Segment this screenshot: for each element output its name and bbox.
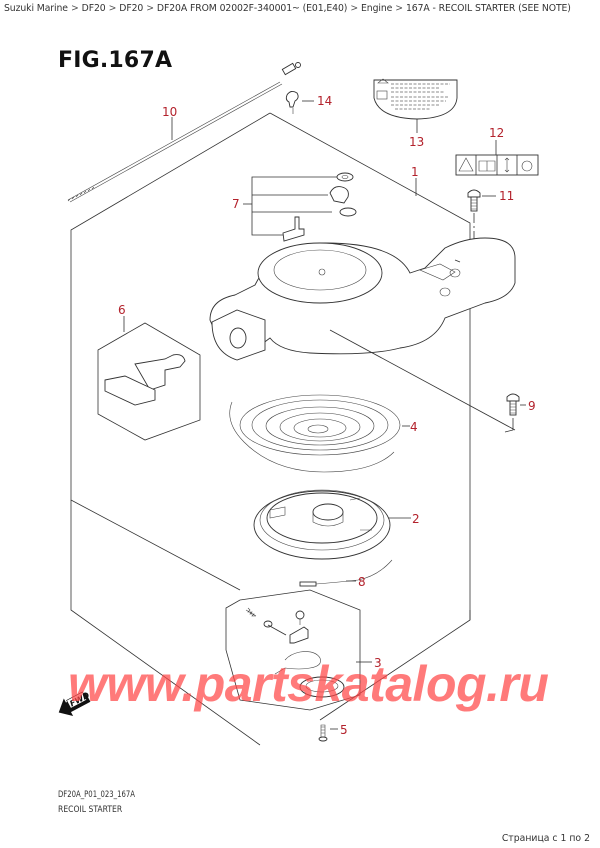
figure-name: RECOIL STARTER — [58, 805, 123, 815]
part-6-handle[interactable]: 6 — [97, 303, 201, 441]
breadcrumb-item-model[interactable]: DF20A FROM 02002F-340001~ (E01,E40) — [156, 3, 348, 14]
part-7-stopper-kit[interactable]: 7 — [232, 172, 357, 242]
assembly-frame — [70, 112, 471, 746]
breadcrumb-separator: > — [350, 3, 359, 14]
breadcrumb-item-engine[interactable]: Engine — [361, 3, 393, 14]
part-9-bolt[interactable]: 9 — [504, 393, 536, 433]
callout-2[interactable]: 2 — [412, 512, 420, 526]
breadcrumb-separator: > — [108, 3, 117, 14]
callout-7[interactable]: 7 — [232, 197, 240, 211]
part-5-screw[interactable]: 5 — [318, 723, 348, 742]
figure-code: DF20A_P01_023_167A — [58, 790, 135, 800]
callout-3[interactable]: 3 — [374, 656, 382, 670]
callout-8[interactable]: 8 — [358, 575, 366, 589]
part-11-bolt[interactable]: 11 — [467, 189, 514, 270]
figure-title: FIG.167A — [58, 48, 173, 73]
breadcrumb-separator: > — [395, 3, 403, 14]
part-4-spiral-spring[interactable]: 4 — [229, 394, 418, 473]
callout-1[interactable]: 1 — [411, 165, 419, 179]
callout-4[interactable]: 4 — [410, 420, 418, 434]
part-2-reel[interactable]: 2 — [253, 489, 420, 560]
callout-5[interactable]: 5 — [340, 723, 348, 737]
recoil-starter-housing — [209, 237, 516, 431]
callout-14[interactable]: 14 — [317, 94, 332, 108]
breadcrumb: Suzuki Marine>DF20>DF20>DF20A FROM 02002… — [4, 3, 571, 14]
callout-11[interactable]: 11 — [499, 189, 514, 203]
breadcrumb-item-df20[interactable]: DF20 — [81, 3, 106, 14]
callout-10[interactable]: 10 — [162, 105, 177, 119]
breadcrumb-item-current: 167A - RECOIL STARTER (SEE NOTE) — [405, 3, 571, 14]
callout-9[interactable]: 9 — [528, 399, 536, 413]
breadcrumb-separator: > — [70, 3, 79, 14]
breadcrumb-separator: > — [146, 3, 154, 14]
part-10-cable[interactable]: 10 — [67, 62, 301, 203]
part-12-caution-label[interactable]: 12 — [455, 126, 539, 176]
part-8-rope[interactable]: 8 — [299, 559, 393, 589]
part-14-clamp[interactable]: 14 — [285, 90, 332, 114]
breadcrumb-item-df20-sub[interactable]: DF20 — [119, 3, 144, 14]
part-3-ratchet-kit[interactable]: 3 — [225, 589, 382, 711]
pager: Страница с 1 по 2 — [501, 833, 590, 844]
part-1-recoil-starter[interactable]: 1 — [411, 165, 419, 196]
part-13-warning-label[interactable]: 13 — [373, 78, 458, 149]
callout-6[interactable]: 6 — [118, 303, 126, 317]
watermark: www.partskatalog.ru — [68, 656, 549, 712]
callout-12[interactable]: 12 — [489, 126, 504, 140]
callout-13[interactable]: 13 — [409, 135, 424, 149]
breadcrumb-item-suzuki-marine[interactable]: Suzuki Marine — [4, 3, 68, 14]
